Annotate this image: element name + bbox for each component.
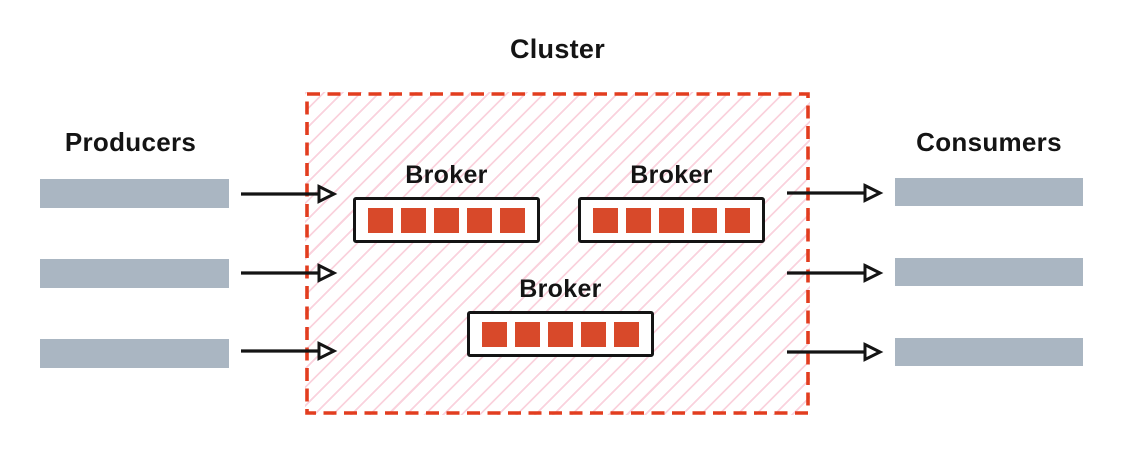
producer-arrow-icon (241, 184, 338, 204)
partition-square (401, 207, 426, 233)
partition-square (500, 207, 525, 233)
partition-square (614, 321, 639, 347)
partition-square (515, 321, 540, 347)
consumer-lane (895, 178, 1083, 206)
consumer-arrow-icon (787, 263, 884, 283)
partition-square (626, 207, 651, 233)
broker-partitions (368, 207, 525, 233)
broker-label: Broker (630, 161, 713, 189)
consumer-lanes (895, 178, 1083, 366)
broker-box (578, 197, 765, 243)
cluster-dashed-border-icon (305, 92, 810, 415)
broker-node: Broker (353, 156, 540, 243)
partition-square (434, 207, 459, 233)
consumer-lane (895, 338, 1083, 366)
consumer-arrow-icon (787, 342, 884, 362)
broker-box (353, 197, 540, 243)
broker-box (467, 311, 654, 357)
consumer-lane (895, 258, 1083, 286)
broker-node: Broker (578, 156, 765, 243)
partition-square (659, 207, 684, 233)
broker-partitions (482, 321, 639, 347)
partition-square (593, 207, 618, 233)
partition-square (581, 321, 606, 347)
producer-arrow-icon (241, 341, 338, 361)
broker-node: Broker (467, 270, 654, 357)
broker-partitions (593, 207, 750, 233)
partition-square (692, 207, 717, 233)
partition-square (368, 207, 393, 233)
consumers-label: Consumers (916, 127, 1062, 157)
partition-square (467, 207, 492, 233)
broker-label: Broker (405, 161, 488, 189)
cluster-boundary (305, 92, 810, 415)
partition-square (548, 321, 573, 347)
consumer-arrow-icon (787, 183, 884, 203)
producer-arrow-icon (241, 263, 338, 283)
producer-lane (40, 179, 229, 208)
cluster-title: Cluster (509, 34, 606, 64)
broker-label: Broker (519, 275, 602, 303)
producers-label: Producers (64, 127, 197, 157)
producer-lane (40, 259, 229, 288)
partition-square (725, 207, 750, 233)
partition-square (482, 321, 507, 347)
producer-lane (40, 339, 229, 368)
producer-lanes (40, 179, 229, 368)
